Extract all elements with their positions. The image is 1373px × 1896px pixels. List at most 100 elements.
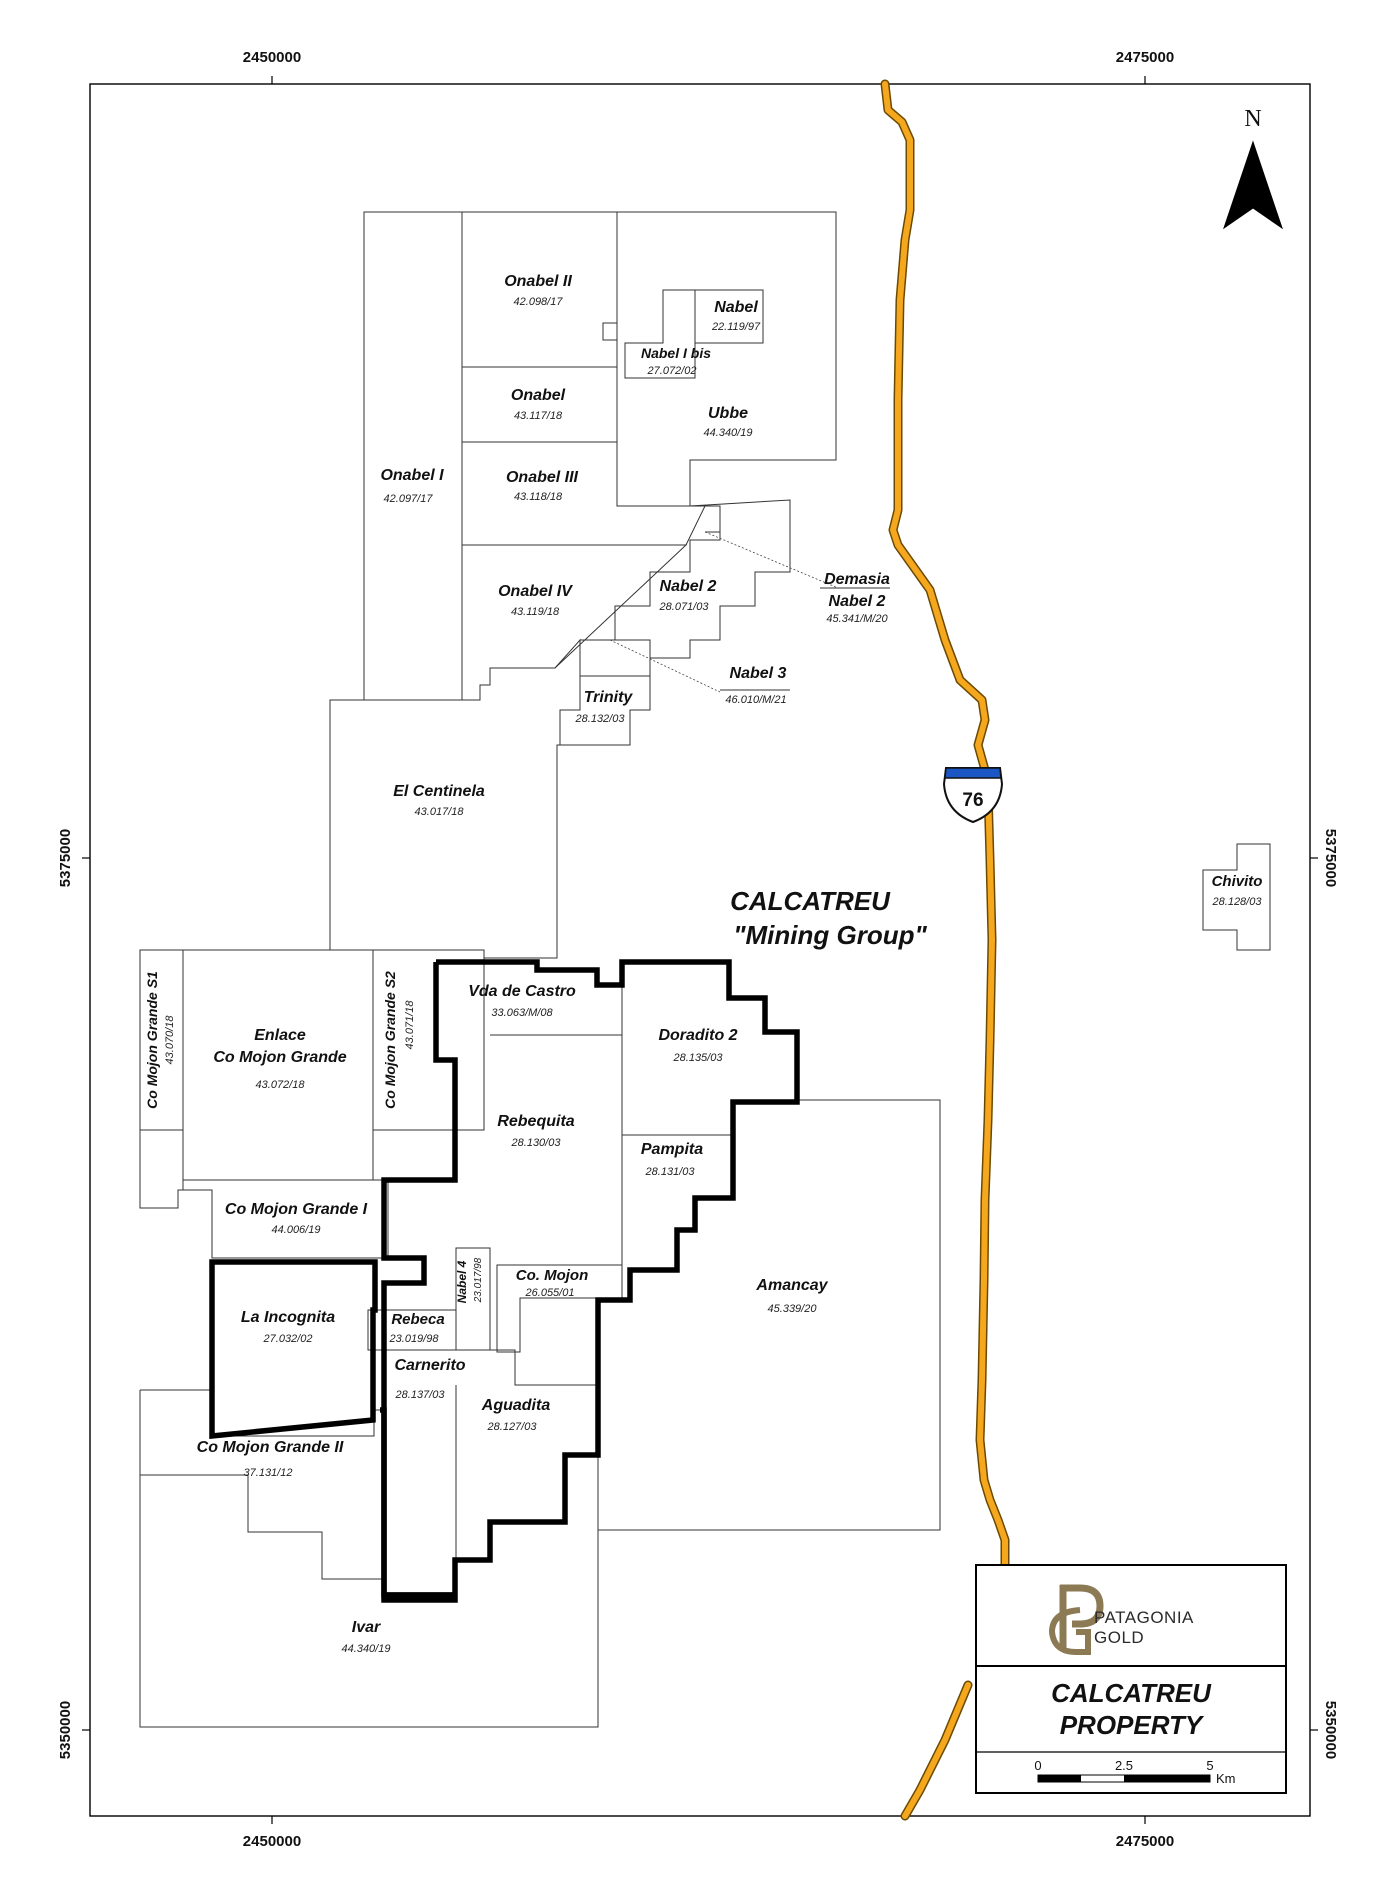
label-carnerito: Carnerito [394,1357,465,1374]
label-rebeca: Rebeca [391,1311,444,1328]
code-el-centinela: 43.017/18 [415,806,465,818]
label-enlace-line2: Co Mojon Grande [213,1049,346,1066]
claim-boundaries [139,211,1271,1728]
label-demasia-nabel-2: Nabel 2 [829,593,886,610]
code-co-mojon-grande-ii: 37.131/12 [244,1467,293,1479]
code-la-incognita: 27.032/02 [263,1333,313,1345]
label-nabel-2: Nabel 2 [660,578,717,595]
claim-co-mojon [496,1264,623,1353]
scale-tick-2-5: 2.5 [1115,1758,1133,1773]
code-ivar: 44.340/19 [342,1643,391,1655]
coord-y-north-left: 5375000 [57,829,74,887]
logo-line-2: GOLD [1094,1628,1144,1647]
code-nabel-i-bis: 27.072/02 [647,365,697,377]
coord-y-south-right: 5350000 [1322,1701,1339,1759]
label-chivito: Chivito [1212,873,1263,890]
claim-nabel-2-notch [705,505,721,533]
coord-x-west-top: 2450000 [243,49,301,66]
label-enlace: Enlace [254,1027,306,1044]
code-nabel-2: 28.071/03 [659,601,710,613]
code-amancay: 45.339/20 [768,1303,818,1315]
label-co-mojon-grande-s2: Co Mojon Grande S2 [382,971,398,1109]
highway-shield: 76 [942,767,1004,824]
code-rebequita: 28.130/03 [511,1137,562,1149]
coord-x-east-bottom: 2475000 [1116,1833,1174,1850]
legend-title-line-1: CALCATREU [1051,1678,1212,1708]
code-co-mojon-grande-s2: 43.071/18 [404,1000,416,1050]
code-chivito: 28.128/03 [1212,896,1263,908]
label-onabel: Onabel [511,387,566,404]
label-onabel-i: Onabel I [380,467,444,484]
logo-line-1: PATAGONIA [1094,1608,1194,1627]
label-pampita: Pampita [641,1141,703,1158]
label-onabel-ii: Onabel II [504,273,572,290]
coordinate-labels: 2450000 2475000 2450000 2475000 5375000 … [57,49,1339,1850]
code-trinity: 28.132/03 [575,713,626,725]
coord-x-east-top: 2475000 [1116,49,1174,66]
code-onabel-i: 42.097/17 [384,493,434,505]
scale-bar: 0 2.5 5 Km [1034,1758,1235,1786]
code-aguadita: 28.127/03 [487,1421,538,1433]
code-co-mojon-grande-s1: 43.070/18 [164,1015,176,1065]
north-label: N [1244,106,1261,132]
legend-box: PATAGONIA GOLD CALCATREU PROPERTY 0 2.5 … [975,1564,1287,1794]
highway-number: 76 [962,790,983,811]
code-demasia: 45.341/M/20 [826,613,888,625]
north-arrow-icon: N [1223,106,1283,230]
legend-title-line-2: PROPERTY [1060,1710,1205,1740]
coord-x-west-bottom: 2450000 [243,1833,301,1850]
group-title: CALCATREU [730,886,891,916]
scale-bar-seg-1 [1038,1775,1081,1782]
la-incognita-boundary [209,1259,378,1440]
label-nabel-i-bis: Nabel I bis [641,345,711,361]
coord-y-south-left: 5350000 [57,1701,74,1759]
code-co-mojon-grande-i: 44.006/19 [272,1224,321,1236]
claim-ivar [139,1352,599,1728]
label-nabel-4: Nabel 4 [455,1260,469,1303]
label-nabel: Nabel [714,299,758,316]
scale-tick-5: 5 [1206,1758,1213,1773]
legend-frame [975,1564,1287,1794]
label-co-mojon-grande-s1: Co Mojon Grande S1 [144,971,160,1109]
code-ubbe: 44.340/19 [704,427,753,439]
label-vda-de-castro: Vda de Castro [468,983,576,1000]
label-doradito-2: Doradito 2 [658,1027,737,1044]
code-pampita: 28.131/03 [645,1166,696,1178]
claim-labels: Onabel II 42.098/17 Nabel 22.119/97 Nabe… [144,273,1262,1655]
patagonia-gold-logo-icon [1048,1584,1104,1655]
label-ubbe: Ubbe [708,405,748,422]
claim-co-mojon-grande-ii-lower [140,1474,384,1580]
label-rebequita: Rebequita [497,1113,574,1130]
code-vda-de-castro: 33.063/M/08 [491,1007,553,1019]
label-co-mojon-grande-i: Co Mojon Grande I [225,1201,368,1218]
code-onabel-ii: 42.098/17 [514,296,564,308]
code-nabel-3: 46.010/M/21 [725,694,786,706]
code-enlace: 43.072/18 [256,1079,306,1091]
code-nabel: 22.119/97 [711,321,761,333]
label-nabel-3: Nabel 3 [730,665,787,682]
code-onabel: 43.117/18 [514,410,563,422]
leader-nabel-3 [609,639,721,693]
label-la-incognita: La Incognita [241,1309,335,1326]
label-co-mojon-grande-ii: Co Mojon Grande II [197,1439,344,1456]
code-carnerito: 28.137/03 [395,1389,446,1401]
code-co-mojon: 26.055/01 [525,1287,575,1299]
label-amancay: Amancay [755,1277,828,1294]
scale-unit: Km [1216,1771,1236,1786]
label-demasia: Demasia [824,571,890,588]
claim-co-mojon-grande-s2 [372,949,485,1131]
label-aguadita: Aguadita [481,1397,551,1414]
claim-chivito [1202,843,1271,951]
code-nabel-4: 23.017/98 [473,1257,484,1303]
label-co-mojon: Co. Mojon [516,1267,588,1284]
label-ivar: Ivar [352,1619,381,1636]
highway-route-76 [880,79,1010,1821]
claim-nabel-i-bis [624,289,696,379]
claim-carnerito [374,1349,598,1386]
leader-demasia [704,531,839,589]
scale-tick-0: 0 [1034,1758,1041,1773]
scale-bar-seg-3 [1124,1775,1210,1782]
code-rebeca: 23.019/98 [389,1333,440,1345]
mining-group-boundary-west [381,962,458,1598]
